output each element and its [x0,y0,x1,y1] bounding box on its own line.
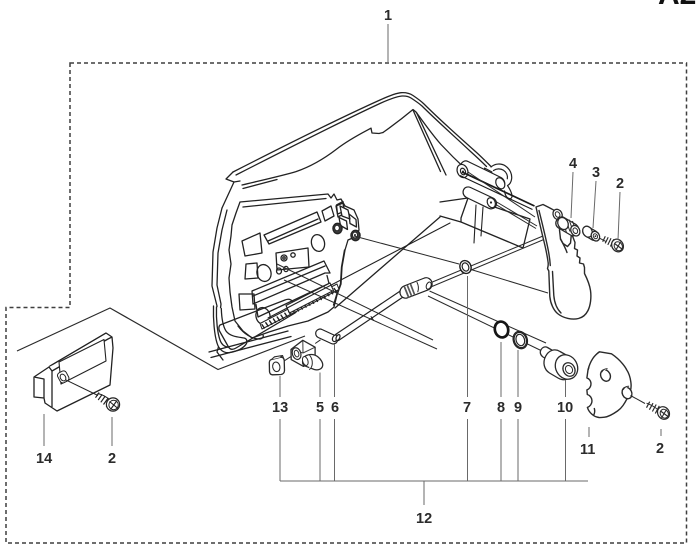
svg-text:6: 6 [331,400,339,416]
svg-text:A2: A2 [658,0,696,11]
svg-text:9: 9 [514,400,522,416]
svg-text:11: 11 [580,442,595,458]
svg-text:13: 13 [272,400,288,416]
svg-text:8: 8 [497,400,505,416]
svg-text:10: 10 [557,400,573,416]
svg-text:2: 2 [656,441,664,457]
svg-text:1: 1 [384,8,392,24]
svg-text:4: 4 [569,156,577,172]
svg-text:14: 14 [36,451,52,467]
svg-text:2: 2 [616,176,624,192]
svg-text:12: 12 [416,511,432,527]
svg-text:3: 3 [592,165,600,181]
svg-text:2: 2 [108,451,116,467]
svg-text:5: 5 [316,400,324,416]
svg-text:7: 7 [463,400,471,416]
